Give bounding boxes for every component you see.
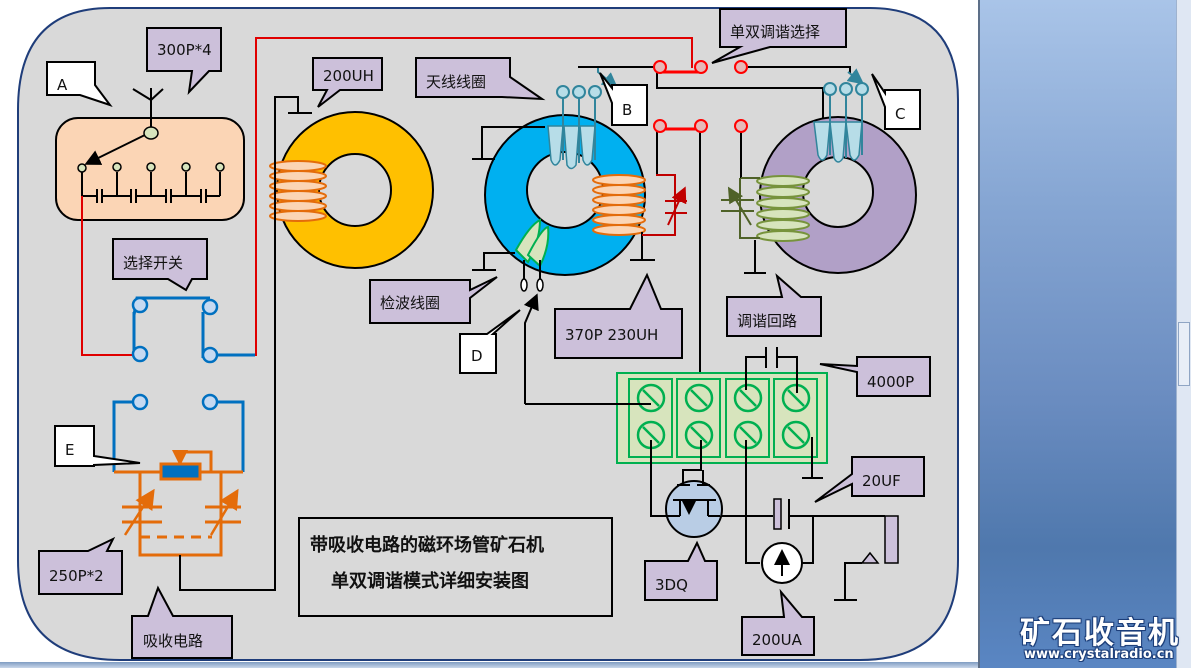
callout-370p-text: 370P 230UH xyxy=(565,326,658,344)
slide-bottom-bar xyxy=(0,662,978,668)
callout-200uh: 200UH xyxy=(312,57,383,108)
callout-absorb-circuit-text: 吸收电路 xyxy=(143,632,203,650)
slide-canvas: A 300P*4 200UH 天线线圈 B 单双调谐选择 C 选择开关 检波线圈… xyxy=(17,7,959,661)
title-line-2: 单双调谐模式详细安装图 xyxy=(331,570,529,592)
scrollbar-thumb[interactable] xyxy=(1178,322,1190,386)
toroid-200uh xyxy=(269,96,434,440)
callout-d-text: D xyxy=(471,347,483,365)
callout-a: A xyxy=(46,61,113,107)
callout-e-text: E xyxy=(65,441,74,459)
callout-tuning-select-text: 单双调谐选择 xyxy=(730,23,820,41)
callout-d: D xyxy=(459,309,521,374)
callout-20uf: 20UF xyxy=(814,456,925,503)
callout-b: B xyxy=(599,72,648,126)
side-panel xyxy=(978,0,1191,668)
callout-c-text: C xyxy=(895,105,905,123)
callout-tuning-select: 单双调谐选择 xyxy=(711,8,847,64)
callout-20uf-text: 20UF xyxy=(862,472,901,490)
callout-300p-text: 300P*4 xyxy=(157,41,212,59)
callout-200uh-text: 200UH xyxy=(323,67,374,85)
callout-300p: 300P*4 xyxy=(146,27,222,95)
callout-250p: 250P*2 xyxy=(38,536,123,595)
callout-370p: 370P 230UH xyxy=(554,272,683,359)
callout-detector-coil: 检波线圈 xyxy=(369,276,498,324)
callout-c: C xyxy=(871,73,921,130)
callout-e: E xyxy=(54,425,141,467)
callout-200ua-text: 200UA xyxy=(752,631,803,649)
callout-tuning-loop: 调谐回路 xyxy=(726,273,822,337)
callout-3dq-text: 3DQ xyxy=(655,576,688,594)
callout-select-switch: 选择开关 xyxy=(112,238,208,292)
callout-select-switch-text: 选择开关 xyxy=(123,254,183,272)
toroid-antenna xyxy=(472,66,687,404)
callout-b-text: B xyxy=(622,101,632,119)
vertical-scrollbar[interactable] xyxy=(1176,0,1191,668)
callout-tuning-loop-text: 调谐回路 xyxy=(737,312,797,330)
callout-4000p: 4000P xyxy=(819,356,931,397)
callout-3dq: 3DQ xyxy=(644,540,718,601)
title-box: 带吸收电路的磁环场管矿石机 单双调谐模式详细安装图 xyxy=(298,517,613,617)
site-logo-url: www.crystalradio.cn xyxy=(1024,647,1174,662)
callout-200ua: 200UA xyxy=(741,588,815,656)
callout-absorb-circuit: 吸收电路 xyxy=(131,585,233,659)
band-switch-a xyxy=(55,88,245,221)
title-line-1: 带吸收电路的磁环场管矿石机 xyxy=(310,534,544,556)
callout-4000p-text: 4000P xyxy=(867,373,914,391)
toroid-tuning xyxy=(721,82,917,274)
callout-a-text: A xyxy=(57,76,68,94)
site-logo-text: 矿石收音机 xyxy=(1020,616,1180,651)
selector-switch xyxy=(112,296,255,472)
callout-antenna-coil-text: 天线线圈 xyxy=(426,73,486,91)
callout-detector-coil-text: 检波线圈 xyxy=(380,294,440,312)
circuit-diagram: A 300P*4 200UH 天线线圈 B 单双调谐选择 C 选择开关 检波线圈… xyxy=(17,7,959,661)
callout-250p-text: 250P*2 xyxy=(49,567,104,585)
transistor-meter-section xyxy=(650,440,899,601)
absorb-circuit xyxy=(114,440,276,591)
callout-antenna-coil: 天线线圈 xyxy=(415,57,546,101)
